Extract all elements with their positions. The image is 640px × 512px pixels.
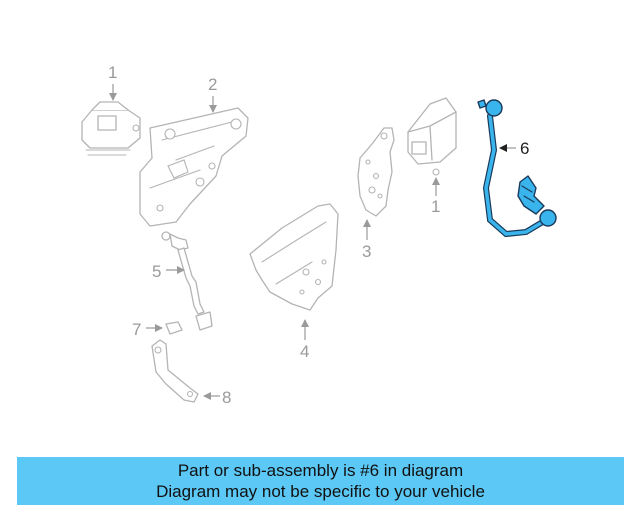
part-3-bracket (357, 127, 395, 217)
part-7-clip (165, 321, 183, 335)
callout-7: 7 (132, 320, 141, 339)
callout-3: 3 (362, 242, 371, 261)
callout-5: 5 (152, 262, 161, 281)
callout-4: 4 (300, 342, 309, 361)
banner-line-1: Part or sub-assembly is #6 in diagram (177, 461, 464, 480)
banner-line-2: Diagram may not be specific to your vehi… (156, 482, 485, 501)
part-5-sensor-link (161, 231, 213, 331)
part-2-bracket (139, 107, 249, 227)
parts-diagram: 1 2 5 7 8 (81, 63, 557, 407)
part-6-sensor-link-highlighted (477, 99, 557, 238)
part-8-bracket (151, 339, 199, 403)
callout-1-right: 1 (431, 197, 440, 216)
part-4-shield (249, 203, 339, 311)
part-1-sensor-right (407, 97, 457, 176)
callout-8: 8 (222, 388, 231, 407)
callout-2: 2 (208, 75, 217, 94)
info-banner: Part or sub-assembly is #6 in diagram Di… (17, 457, 624, 505)
part-1-sensor-left (81, 101, 141, 156)
callout-1-left: 1 (108, 63, 117, 82)
callout-6: 6 (520, 139, 529, 158)
